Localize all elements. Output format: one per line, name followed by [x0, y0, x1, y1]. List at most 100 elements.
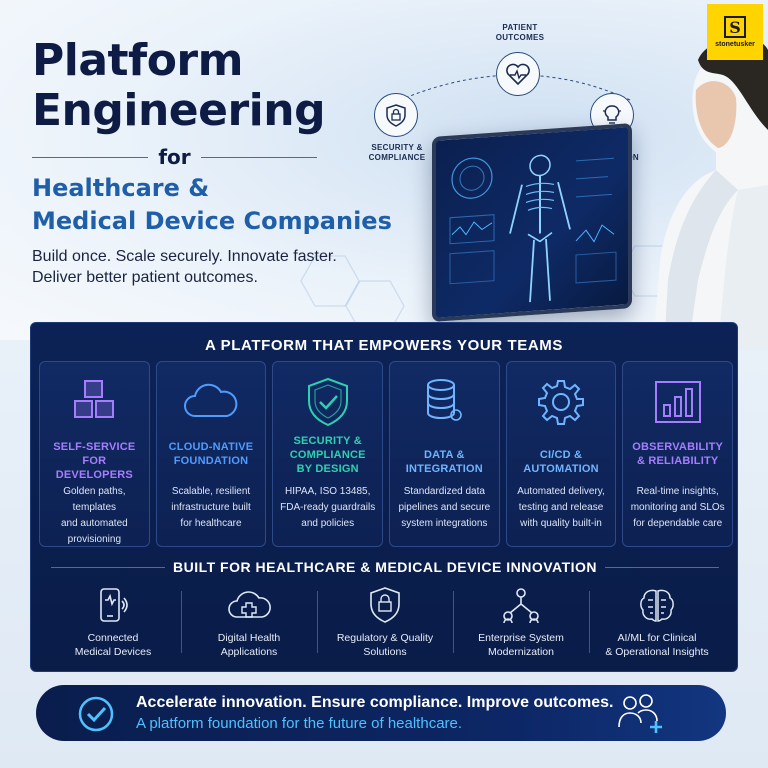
footer-headline: Accelerate innovation. Ensure compliance…: [136, 694, 614, 711]
hexagon-decoration: [300, 255, 360, 307]
card-title-line: DATA & INTEGRATION: [405, 449, 483, 475]
card-desc-line: Real-time insights,: [636, 486, 719, 497]
card-title-line: BY DESIGN: [296, 463, 359, 475]
card-title-line: & RELIABILITY: [636, 455, 719, 467]
card-title-line: SELF-SERVICE: [53, 441, 136, 453]
card-title: DATA & INTEGRATION: [394, 448, 495, 476]
innovation-list: Connected Medical Devices Digital Health…: [45, 585, 725, 661]
capability-card-cloud-native: CLOUD-NATIVE FOUNDATION Scalable, resili…: [155, 361, 267, 547]
security-compliance-label: SECURITY & COMPLIANCE: [362, 143, 432, 163]
card-desc-line: and policies: [301, 518, 355, 529]
network-icon: [453, 585, 589, 625]
title-line-1: Platform: [32, 35, 243, 86]
card-title-line: FOUNDATION: [173, 455, 249, 467]
innovation-divider: BUILT FOR HEALTHCARE & MEDICAL DEVICE IN…: [51, 558, 720, 576]
innovation-heading: BUILT FOR HEALTHCARE & MEDICAL DEVICE IN…: [172, 559, 598, 575]
card-desc-line: monitoring and SLOs: [630, 502, 725, 513]
patient-outcomes-label: PATIENT OUTCOMES: [480, 23, 560, 43]
capability-card-observability: OBSERVABILITY & RELIABILITY Real-time in…: [622, 361, 734, 547]
doctor-illustration: [653, 37, 768, 350]
innovation-item-digital-health: Digital Health Applications: [181, 585, 317, 661]
capability-cards: SELF-SERVICE FOR DEVELOPERS Golden paths…: [39, 361, 734, 547]
innovation-label-line: AI/ML for Clinical: [617, 632, 697, 644]
card-title-line: CI/CD & AUTOMATION: [523, 449, 599, 475]
anatomy-scan-icon: [449, 154, 617, 303]
capability-card-self-service: SELF-SERVICE FOR DEVELOPERS Golden paths…: [39, 361, 150, 547]
innovation-item-enterprise: Enterprise System Modernization: [453, 585, 589, 661]
shield-lock-icon: [317, 585, 453, 625]
card-title-line: FOR DEVELOPERS: [55, 455, 133, 481]
heart-pulse-icon: [496, 52, 540, 96]
innovation-label-line: Digital Health: [217, 632, 281, 644]
bar-chart-icon: [623, 374, 732, 430]
capability-card-cicd: CI/CD & AUTOMATION Automated delivery, t…: [505, 361, 617, 547]
card-desc-line: provisioning: [67, 534, 122, 545]
patient-label-line-2: OUTCOMES: [495, 33, 545, 42]
brand-logo: S stonetusker: [707, 4, 763, 60]
divider-line: [51, 566, 165, 568]
capability-card-security: SECURITY & COMPLIANCE BY DESIGN HIPAA, I…: [272, 361, 384, 547]
divider-line: [605, 566, 720, 568]
for-divider: for: [32, 145, 317, 169]
innovation-label: Digital Health Applications: [181, 631, 317, 659]
cloud-icon: [157, 374, 266, 430]
hero-background: [0, 0, 768, 340]
check-circle-icon: [78, 696, 114, 732]
card-desc-line: and automated: [60, 518, 128, 529]
card-title: CI/CD & AUTOMATION: [511, 448, 612, 476]
subtitle-line-1: Healthcare &: [32, 174, 210, 202]
card-title-line: SECURITY &: [293, 435, 362, 447]
innovation-label: Regulatory & Quality Solutions: [317, 631, 453, 659]
card-desc-line: system integrations: [401, 518, 488, 529]
innovation-item-connected-devices: Connected Medical Devices: [45, 585, 181, 661]
gear-icon: [507, 374, 616, 430]
database-icon: [390, 374, 499, 430]
security-label-line-2: COMPLIANCE: [368, 153, 426, 162]
innovation-label: AI/ML for Clinical & Operational Insight…: [589, 631, 725, 659]
cloud-plus-icon: [181, 585, 317, 625]
card-description: Standardized data pipelines and secure s…: [396, 484, 493, 532]
card-title-line: COMPLIANCE: [289, 449, 366, 461]
for-label: for: [158, 145, 191, 169]
lock-shield-icon: [374, 93, 418, 137]
card-title: OBSERVABILITY & RELIABILITY: [627, 440, 728, 468]
innovation-label-line: Enterprise System: [478, 632, 564, 644]
footer-banner: Accelerate innovation. Ensure compliance…: [36, 685, 726, 741]
card-desc-line: for healthcare: [180, 518, 242, 529]
card-desc-line: Golden paths, templates: [63, 486, 126, 513]
card-description: HIPAA, ISO 13485, FDA-ready guardrails a…: [279, 484, 376, 532]
innovation-item-regulatory: Regulatory & Quality Solutions: [317, 585, 453, 661]
page-subtitle: Healthcare & Medical Device Companies: [32, 172, 392, 238]
security-label-line-1: SECURITY &: [371, 143, 423, 152]
card-desc-line: for dependable care: [633, 518, 723, 529]
innovation-label-line: Modernization: [488, 646, 554, 658]
innovation-label-line: Solutions: [363, 646, 407, 658]
patient-label-line-1: PATIENT: [502, 23, 538, 32]
footer-subline: A platform foundation for the future of …: [136, 715, 463, 732]
card-title: SELF-SERVICE FOR DEVELOPERS: [44, 440, 145, 482]
people-plus-icon: [618, 694, 662, 733]
innovation-label-line: Medical Devices: [74, 646, 152, 658]
card-desc-line: with quality built-in: [520, 518, 602, 529]
shield-check-icon: [273, 374, 382, 430]
innovation-label-line: Regulatory & Quality: [336, 632, 434, 644]
tagline: Build once. Scale securely. Innovate fas…: [32, 246, 337, 288]
card-desc-line: Scalable, resilient: [171, 486, 251, 497]
card-description: Scalable, resilient infrastructure built…: [163, 484, 260, 532]
card-desc-line: FDA-ready guardrails: [280, 502, 376, 513]
card-description: Golden paths, templates and automated pr…: [46, 484, 143, 548]
capability-card-data-integration: DATA & INTEGRATION Standardized data pip…: [389, 361, 500, 547]
card-description: Automated delivery, testing and release …: [513, 484, 610, 532]
innovation-label-line: Applications: [220, 646, 278, 658]
innovation-label-line: Connected: [87, 632, 139, 644]
card-title-line: CLOUD-NATIVE: [168, 441, 254, 453]
innovation-label-line: & Operational Insights: [605, 646, 709, 658]
card-desc-line: Automated delivery,: [517, 486, 605, 497]
card-desc-line: infrastructure built: [171, 502, 251, 513]
card-desc-line: Standardized data: [403, 486, 485, 497]
platform-panel: A PLATFORM THAT EMPOWERS YOUR TEAMS SELF…: [30, 322, 738, 672]
card-desc-line: HIPAA, ISO 13485,: [284, 486, 371, 497]
panel-heading: A PLATFORM THAT EMPOWERS YOUR TEAMS: [205, 337, 563, 354]
card-desc-line: pipelines and secure: [398, 502, 491, 513]
card-title-line: OBSERVABILITY: [632, 441, 724, 453]
